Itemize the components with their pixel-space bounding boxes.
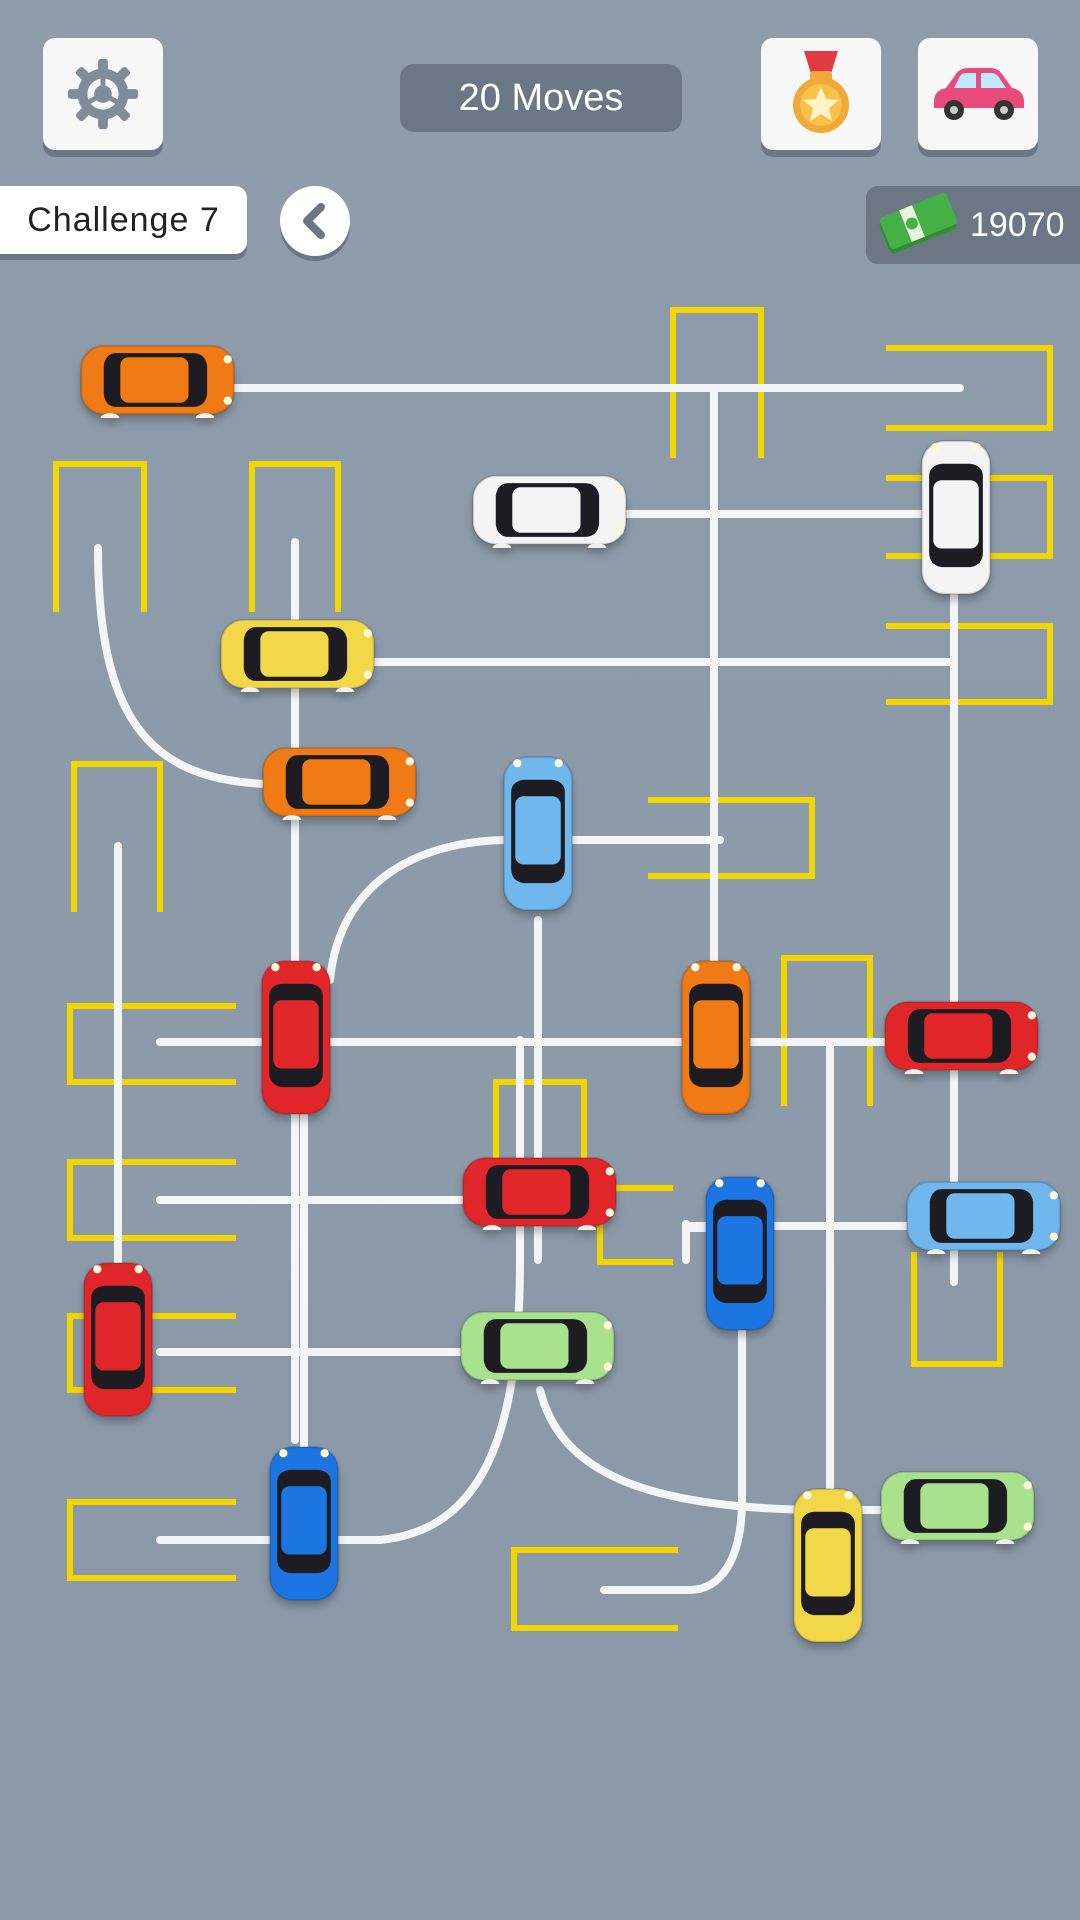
- gear-icon: [67, 58, 139, 130]
- car-red: [462, 1156, 617, 1230]
- car-light-green: [460, 1310, 615, 1384]
- car-orange: [680, 960, 752, 1115]
- parking-spot: [511, 1547, 678, 1631]
- car-red: [884, 1000, 1039, 1074]
- parking-spot: [67, 1003, 236, 1085]
- parking-spot: [249, 461, 341, 612]
- car-red: [260, 960, 332, 1115]
- car-light-green: [880, 1470, 1035, 1544]
- parking-spot: [886, 623, 1053, 705]
- car-red: [82, 1262, 154, 1417]
- moves-counter: 20 Moves: [400, 64, 682, 132]
- car-blue: [268, 1446, 340, 1601]
- garage-button[interactable]: [918, 38, 1038, 150]
- parking-spot: [648, 797, 815, 879]
- parking-spot: [71, 761, 163, 912]
- car-orange: [262, 746, 417, 820]
- car-paths: [94, 384, 1044, 1594]
- parking-spot: [67, 1159, 236, 1241]
- chevron-left-icon: [303, 203, 325, 239]
- car-icon: [934, 68, 1024, 120]
- challenge-label: Challenge 7: [0, 186, 247, 254]
- parking-spot: [886, 345, 1053, 431]
- cash-amount: 19070: [970, 205, 1065, 244]
- achievements-button[interactable]: [761, 38, 881, 150]
- cash-display: 19070: [866, 186, 1080, 264]
- parking-spot: [53, 461, 147, 612]
- settings-button[interactable]: [43, 38, 163, 150]
- parking-spot: [911, 1252, 1003, 1367]
- car-orange: [80, 344, 235, 418]
- car-white: [920, 440, 992, 595]
- car-light-blue: [502, 756, 574, 911]
- medal-icon: [793, 51, 849, 133]
- car-yellow: [220, 618, 375, 692]
- car-yellow: [792, 1488, 864, 1643]
- parking-spot: [781, 955, 873, 1106]
- car-white: [472, 474, 627, 548]
- parking-spot: [67, 1499, 236, 1581]
- back-button[interactable]: [280, 186, 350, 256]
- car-light-blue: [906, 1180, 1061, 1254]
- cash-icon: [879, 192, 957, 254]
- car-blue: [704, 1176, 776, 1331]
